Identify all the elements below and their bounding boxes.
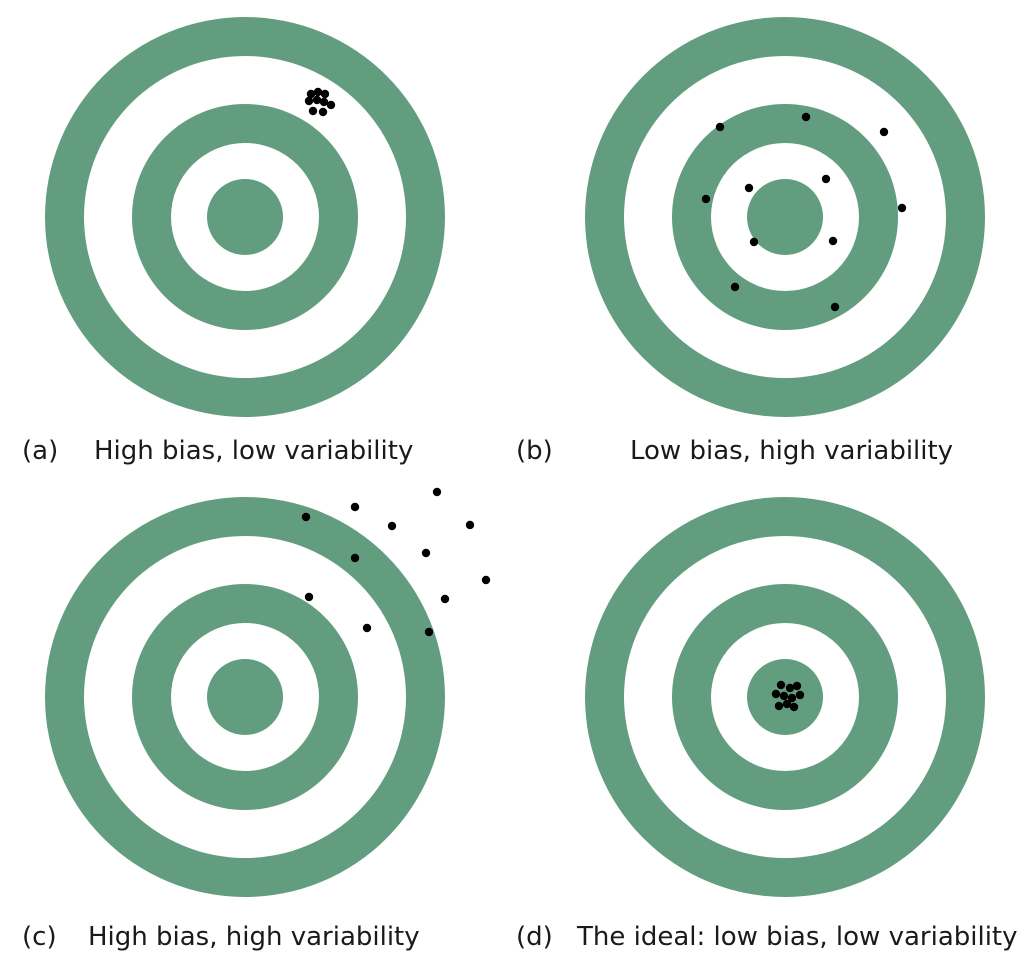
panel-a-letter: (a)	[22, 436, 58, 466]
panel-a-caption: High bias, low variability	[94, 436, 413, 466]
shot-dot	[421, 548, 431, 558]
shot-dot	[789, 702, 799, 712]
target-bullseye	[207, 659, 283, 735]
shot-dot	[313, 87, 323, 97]
shot-dot	[771, 689, 781, 699]
panel-d-letter: (d)	[516, 922, 553, 952]
shot-dot	[779, 691, 789, 701]
shot-dot	[801, 112, 811, 122]
panel-b-letter: (b)	[516, 436, 553, 466]
shot-dot	[782, 699, 792, 709]
target-c	[45, 497, 445, 897]
shot-dot	[304, 592, 314, 602]
shot-dot	[715, 122, 725, 132]
shot-dot	[795, 690, 805, 700]
shot-dot	[744, 183, 754, 193]
shot-dot	[749, 237, 759, 247]
shots-d	[771, 680, 805, 712]
shot-dot	[465, 520, 475, 530]
shot-dot	[362, 623, 372, 633]
shot-dot	[792, 681, 802, 691]
shot-dot	[306, 89, 316, 99]
shot-dot	[787, 693, 797, 703]
shot-dot	[730, 282, 740, 292]
target-bullseye	[747, 179, 823, 255]
shot-dot	[312, 95, 322, 105]
panel-c: (c) High bias, high variability	[22, 487, 491, 952]
panel-a: (a) High bias, low variability	[22, 17, 445, 466]
shot-dot	[879, 127, 889, 137]
shot-dot	[785, 683, 795, 693]
shot-dot	[828, 236, 838, 246]
shot-dot	[387, 521, 397, 531]
shot-dot	[776, 680, 786, 690]
shot-dot	[301, 512, 311, 522]
shot-dot	[821, 174, 831, 184]
shot-dot	[326, 100, 336, 110]
panel-c-caption: High bias, high variability	[88, 922, 420, 952]
shot-dot	[320, 89, 330, 99]
panel-b-caption: Low bias, high variability	[630, 436, 953, 466]
panel-d: (d) The ideal: low bias, low variability	[516, 497, 1018, 952]
shot-dot	[440, 594, 450, 604]
panel-b: (b) Low bias, high variability	[516, 17, 985, 466]
shot-dot	[897, 203, 907, 213]
shot-dot	[319, 97, 329, 107]
shot-dot	[424, 627, 434, 637]
target-a	[45, 17, 445, 417]
panel-c-letter: (c)	[22, 922, 57, 952]
target-bullseye	[207, 179, 283, 255]
shots-b	[701, 112, 907, 312]
shot-dot	[350, 502, 360, 512]
shot-dot	[432, 487, 442, 497]
shot-dot	[830, 302, 840, 312]
shots-a	[304, 87, 336, 117]
target-b	[585, 17, 985, 417]
shot-dot	[774, 701, 784, 711]
shot-dot	[308, 106, 318, 116]
shot-dot	[304, 96, 314, 106]
shot-dot	[318, 107, 328, 117]
shot-dot	[350, 553, 360, 563]
shot-dot	[481, 575, 491, 585]
panel-d-caption: The ideal: low bias, low variability	[576, 922, 1018, 952]
shots-c	[301, 487, 491, 637]
shot-dot	[701, 194, 711, 204]
